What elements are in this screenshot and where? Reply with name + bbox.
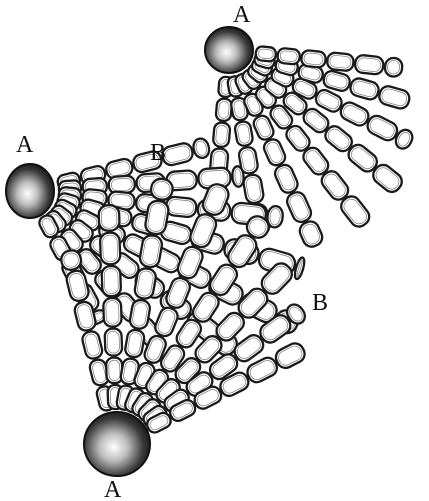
cell [98,205,119,231]
cell [277,48,300,65]
cell [213,122,231,147]
cell [215,98,232,121]
label-a-left: A [16,132,34,158]
cell [255,46,276,62]
cell [242,174,264,205]
cell [338,100,371,128]
cell [384,57,403,77]
nucleus-left [6,164,54,218]
cell [234,121,254,147]
label-b-upper: B [150,140,166,166]
cell [103,298,122,327]
cell [301,50,327,68]
cell [273,162,300,195]
nucleus-bottom [84,412,150,476]
label-b-lower: B [312,290,328,316]
cell [232,166,244,187]
cell [124,329,145,359]
cell [65,269,90,303]
cell [327,52,355,71]
cell [365,113,400,143]
cell [100,232,121,264]
cell [165,196,197,218]
label-a-bottom: A [104,477,122,501]
cell [192,137,211,160]
cell [262,137,288,168]
cell [377,84,411,110]
cell [349,77,381,102]
cell [153,305,180,338]
cell [81,330,104,360]
cell [273,340,308,371]
cell [284,190,313,225]
cell [297,219,325,250]
cell [322,69,352,92]
cell [105,328,123,356]
cell-layer [37,46,415,435]
label-a-top: A [233,2,251,28]
nucleus-top [205,27,253,73]
cell [101,266,121,297]
cell [354,54,384,74]
